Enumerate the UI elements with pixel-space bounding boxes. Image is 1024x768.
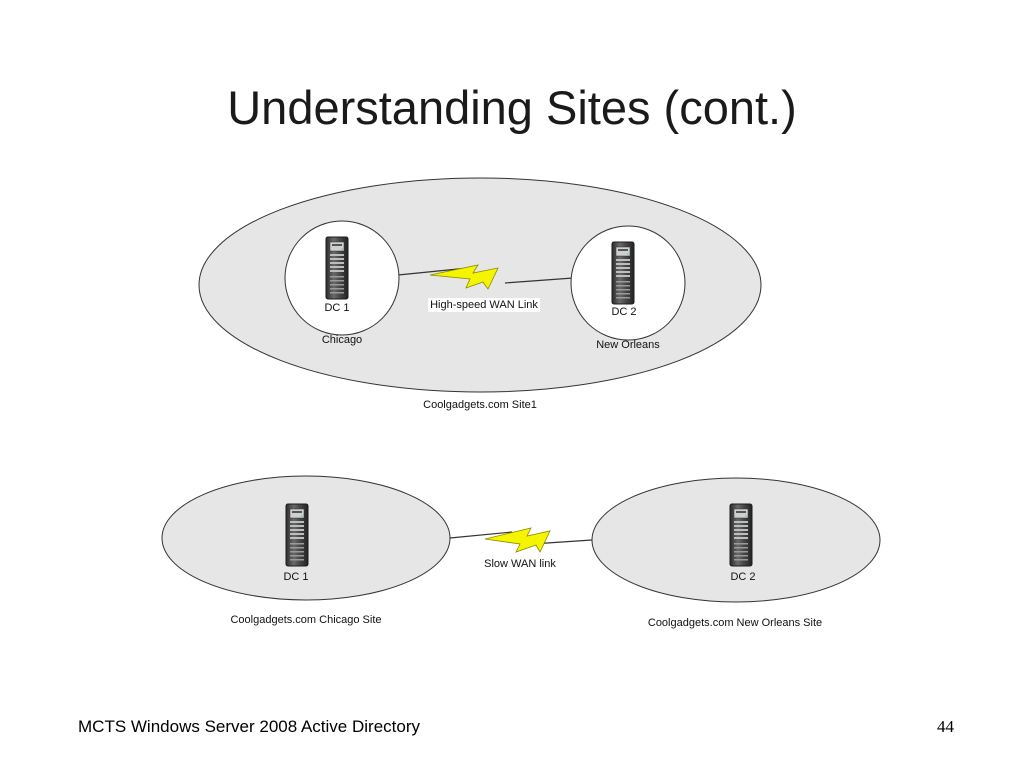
high-speed-wan-link-line	[504, 277, 574, 284]
dc1-label: DC 1	[324, 302, 350, 314]
new-orleans-site-label: Coolgadgets.com New Orleans Site	[647, 617, 823, 629]
bottom-dc1-label: DC 1	[283, 571, 309, 583]
server-tower-icon	[325, 236, 349, 300]
new-orleans-label: New Orleans	[596, 339, 660, 351]
site1-label: Coolgadgets.com Site1	[423, 399, 537, 411]
footer-text: MCTS Windows Server 2008 Active Director…	[78, 717, 420, 736]
slow-wan-link-label: Slow WAN link	[484, 558, 556, 570]
server-tower-icon	[285, 503, 309, 567]
bottom-dc2-label: DC 2	[730, 571, 756, 583]
lightning-bolt-icon	[429, 264, 499, 290]
server-tower-icon	[611, 241, 635, 305]
server-tower-icon	[729, 503, 753, 567]
dc2-label: DC 2	[611, 306, 637, 318]
slow-wan-link-line	[449, 531, 513, 539]
high-speed-wan-link-label: High-speed WAN Link	[428, 298, 540, 312]
page-number: 44	[937, 717, 954, 736]
slide-title: Understanding Sites (cont.)	[227, 81, 797, 134]
chicago-label: Chicago	[321, 334, 363, 346]
chicago-site-label: Coolgadgets.com Chicago Site	[230, 614, 382, 626]
lightning-bolt-icon	[484, 527, 551, 553]
